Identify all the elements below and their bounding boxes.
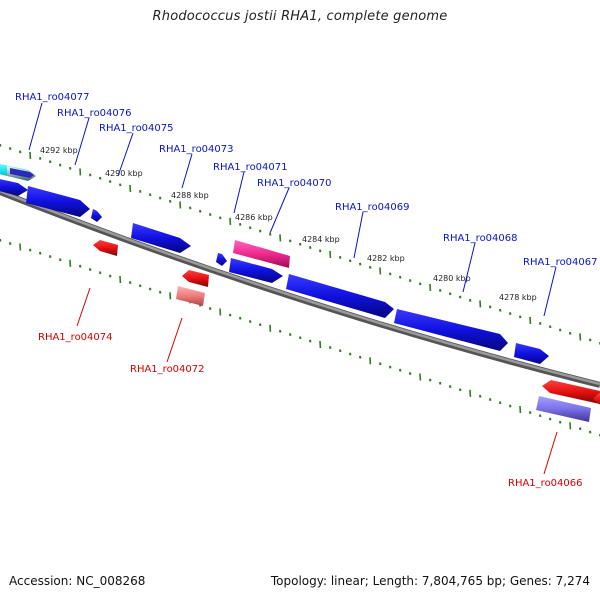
label-ro04076[interactable]: RHA1_ro04076 — [57, 108, 132, 119]
leader-line — [543, 431, 558, 475]
leader-line — [543, 266, 557, 317]
forward-genes — [0, 164, 549, 364]
label-ro04069[interactable]: RHA1_ro04069 — [335, 202, 410, 213]
accession-text: Accession: NC_008268 — [9, 574, 146, 588]
scale-ticks-lower — [0, 238, 600, 437]
gene-ro04070[interactable] — [229, 258, 283, 283]
leader-line — [117, 132, 134, 177]
leader-line — [76, 287, 91, 327]
label-ro04070[interactable]: RHA1_ro04070 — [257, 178, 332, 189]
gene-ro04073[interactable] — [131, 223, 191, 253]
leader-line — [28, 102, 43, 151]
gene-ro04071-small[interactable] — [216, 253, 227, 266]
scale-label: 4280 kbp — [433, 274, 471, 283]
map-title: Rhodococcus jostii RHA1, complete genome — [152, 9, 448, 24]
genome-backbone-highlight — [0, 189, 600, 386]
gene-ro04076[interactable] — [10, 168, 34, 178]
gene-ro04072-a[interactable] — [182, 270, 209, 287]
leader-line — [166, 317, 183, 363]
gene-ro04072[interactable] — [176, 286, 205, 306]
gene-ro04074[interactable] — [93, 240, 118, 256]
label-ro04068[interactable]: RHA1_ro04068 — [443, 233, 518, 244]
label-ro04075[interactable]: RHA1_ro04075 — [99, 123, 174, 134]
gene-ro04066-a[interactable] — [542, 380, 600, 404]
scale-labels: 4292 kbp 4290 kbp 4288 kbp 4286 kbp 4284… — [40, 146, 537, 302]
gene-ro04069[interactable] — [286, 274, 394, 318]
leader-line — [353, 211, 364, 259]
gene-ro04066[interactable] — [536, 396, 591, 422]
gene-ro04078[interactable] — [0, 178, 28, 196]
leader-line — [181, 153, 193, 189]
scale-label: 4278 kbp — [499, 293, 537, 302]
leader-line — [233, 171, 245, 214]
gene-ro04074-forward[interactable] — [91, 209, 102, 222]
label-ro04072[interactable]: RHA1_ro04072 — [130, 364, 205, 375]
scale-label: 4282 kbp — [367, 254, 405, 263]
leader-line — [269, 187, 290, 234]
leader-line — [74, 117, 90, 166]
label-ro04071[interactable]: RHA1_ro04071 — [213, 162, 288, 173]
scale-label: 4286 kbp — [235, 213, 273, 222]
leader-line — [462, 242, 476, 293]
gene-ro04071[interactable] — [233, 240, 290, 268]
scale-label: 4290 kbp — [105, 169, 143, 178]
gene-ro04067[interactable] — [514, 343, 549, 364]
gene-ro04068[interactable] — [394, 309, 508, 351]
forward-gene-labels: RHA1_ro04077 RHA1_ro04076 RHA1_ro04075 R… — [15, 92, 598, 317]
scale-ticks-upper — [0, 143, 600, 345]
reverse-gene-labels: RHA1_ro04074 RHA1_ro04072 RHA1_ro04066 — [38, 287, 583, 489]
gene-ro04066-b[interactable] — [593, 393, 600, 407]
label-ro04066[interactable]: RHA1_ro04066 — [508, 478, 583, 489]
scale-label: 4284 kbp — [302, 235, 340, 244]
scale-label: 4288 kbp — [171, 191, 209, 200]
label-ro04077[interactable]: RHA1_ro04077 — [15, 92, 90, 103]
label-ro04073[interactable]: RHA1_ro04073 — [159, 144, 234, 155]
reverse-genes — [93, 240, 600, 422]
label-ro04067[interactable]: RHA1_ro04067 — [523, 257, 598, 268]
gene-ro04075[interactable] — [26, 186, 90, 217]
scale-label: 4292 kbp — [40, 146, 78, 155]
topology-text: Topology: linear; Length: 7,804,765 bp; … — [270, 574, 590, 588]
label-ro04074[interactable]: RHA1_ro04074 — [38, 332, 113, 343]
